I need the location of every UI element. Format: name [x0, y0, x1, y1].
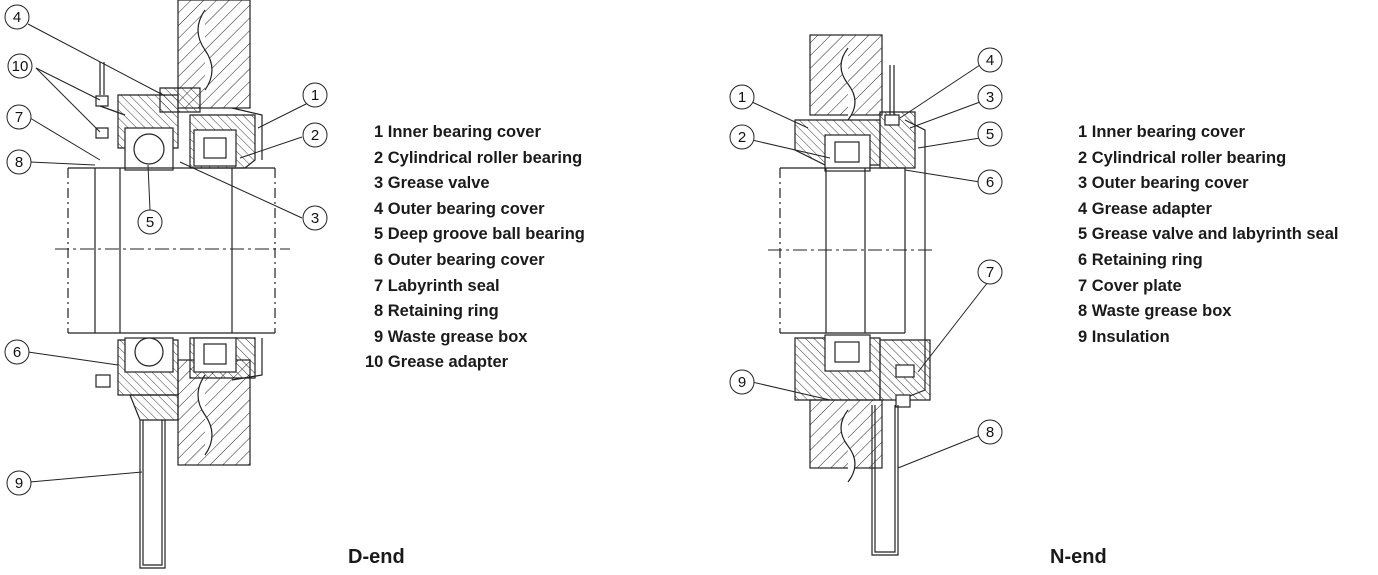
n-end-callouts	[729, 47, 1003, 445]
d-end-waste-box	[139, 420, 166, 569]
d-legend-item: 6 Outer bearing cover	[374, 250, 545, 269]
n-end-shaft	[768, 167, 935, 334]
n-callout-8: 8	[986, 424, 994, 441]
n-callout-6: 6	[986, 174, 994, 191]
d-end-ball-bearing	[124, 127, 174, 373]
n-end-housing	[809, 34, 883, 483]
n-end-grease-pipes	[884, 65, 915, 408]
n-end-waste-box	[871, 405, 899, 556]
d-end-callouts	[4, 4, 328, 496]
n-callout-1: 1	[738, 89, 746, 106]
d-callout-2: 2	[311, 127, 319, 144]
n-legend-item: 9 Insulation	[1078, 327, 1170, 346]
d-callout-6: 6	[13, 344, 21, 361]
d-end-shaft	[55, 167, 290, 334]
n-legend-item: 6 Retaining ring	[1078, 250, 1203, 269]
d-legend-item: 7 Labyrinth seal	[374, 276, 500, 295]
d-legend-item: 1 Inner bearing cover	[374, 123, 541, 141]
d-end-callout-labels: 4 10 7 8 1 2 3 5 6 9	[12, 9, 320, 492]
d-legend-item: 5 Deep groove ball bearing	[374, 225, 585, 244]
d-legend-item: 4 Outer bearing cover	[374, 199, 545, 218]
n-legend-item: 5 Grease valve and labyrinth seal	[1078, 225, 1339, 244]
d-legend-item: 3 Grease valve	[374, 174, 490, 193]
n-callout-9: 9	[738, 374, 746, 391]
d-callout-7: 7	[15, 109, 23, 126]
d-end-grease-pipes	[95, 62, 126, 388]
n-legend-item: 7 Cover plate	[1078, 276, 1182, 295]
n-end-roller-bearing	[824, 134, 871, 372]
n-callout-3: 3	[986, 89, 994, 106]
d-end-legend: 1 Inner bearing cover 2 Cylindrical roll…	[365, 120, 585, 376]
n-callout-2: 2	[738, 129, 746, 146]
n-end-title: N-end	[1050, 546, 1107, 568]
d-callout-3: 3	[311, 210, 319, 227]
n-end-drawing	[729, 34, 1003, 556]
n-legend-item: 3 Outer bearing cover	[1078, 174, 1249, 193]
d-callout-5: 5	[146, 214, 154, 231]
d-legend-item: 2 Cylindrical roller bearing	[374, 148, 583, 167]
d-callout-1: 1	[311, 87, 319, 104]
d-callout-4: 4	[13, 9, 21, 26]
d-legend-item: 10 Grease adapter	[365, 353, 509, 372]
d-end-roller-bearing	[193, 129, 237, 373]
d-end-housing	[177, 0, 251, 466]
n-callout-7: 7	[986, 264, 994, 281]
n-callout-4: 4	[986, 52, 994, 69]
n-callout-5: 5	[986, 126, 994, 143]
d-end-title: D-end	[348, 546, 405, 568]
n-end-callout-labels: 1 2 4 3 5 6 7 8 9	[738, 52, 994, 441]
n-legend-item: 2 Cylindrical roller bearing	[1078, 148, 1287, 167]
d-legend-item: 9 Waste grease box	[374, 327, 528, 346]
d-end-leaders	[27, 23, 323, 483]
d-callout-9: 9	[15, 475, 23, 492]
n-legend-item: 8 Waste grease box	[1078, 302, 1232, 321]
n-end-legend: 1 Inner bearing cover 2 Cylindrical roll…	[1078, 120, 1338, 350]
n-legend-item: 1 Inner bearing cover	[1078, 123, 1245, 141]
d-legend-item: 8 Retaining ring	[374, 302, 499, 321]
d-callout-10: 10	[12, 58, 29, 75]
d-end-drawing	[4, 0, 328, 569]
n-end-leaders	[751, 64, 989, 469]
n-legend-item: 4 Grease adapter	[1078, 199, 1212, 218]
d-callout-8: 8	[15, 154, 23, 171]
